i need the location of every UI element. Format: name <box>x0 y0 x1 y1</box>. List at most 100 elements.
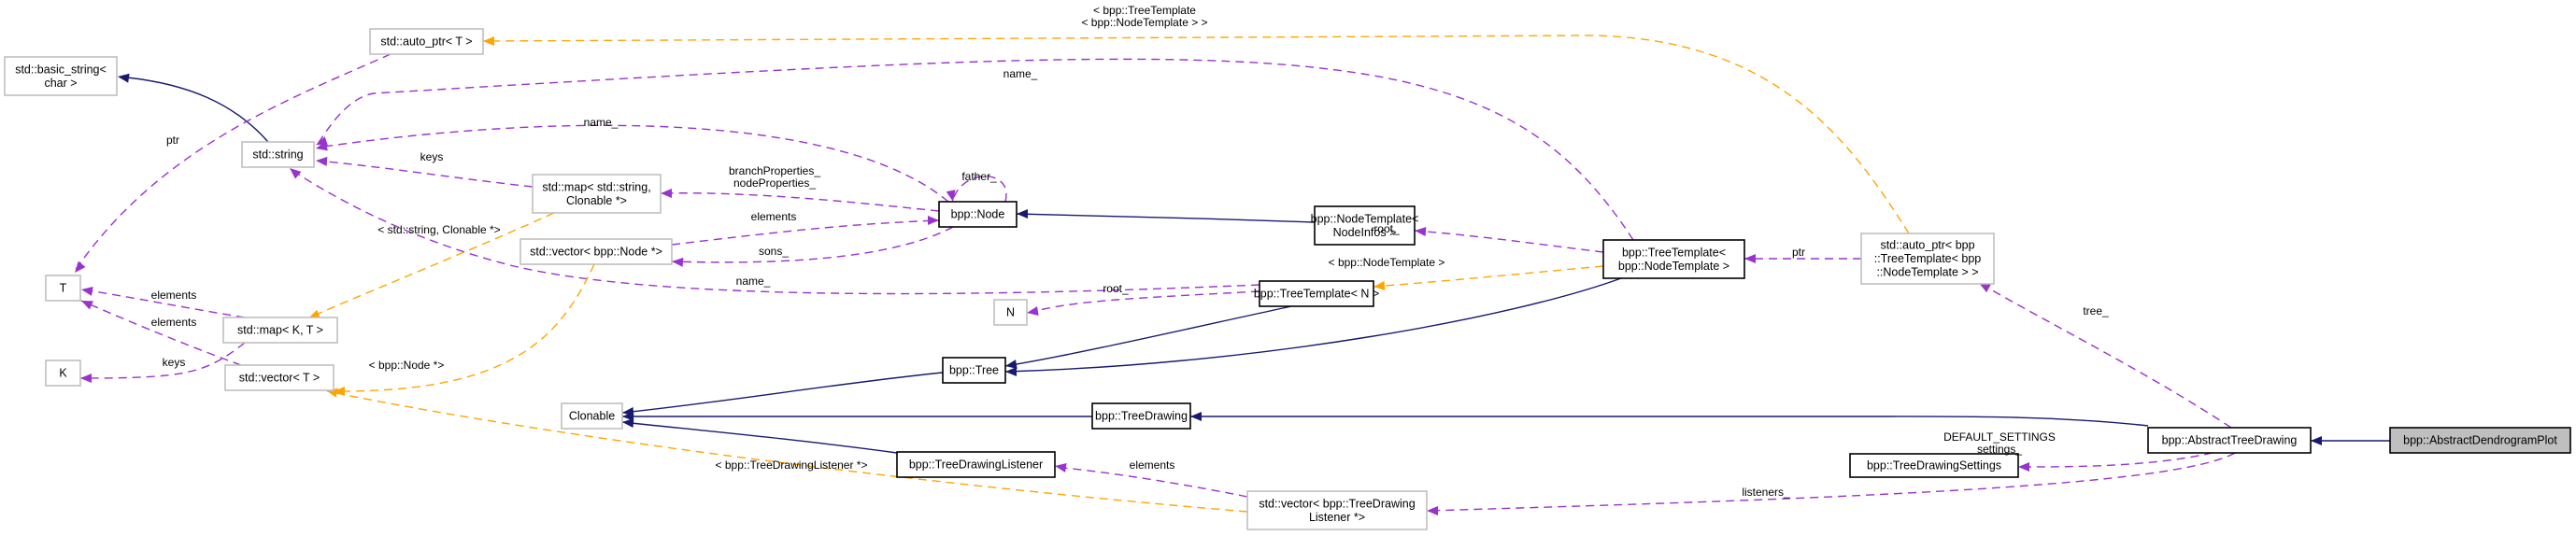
edge-listener-clonable <box>621 421 898 454</box>
node-label: bpp::TreeTemplate< N > <box>1254 288 1379 301</box>
node-label: std::auto_ptr< bpp <box>1880 239 1974 252</box>
edge-map-keys-string <box>317 160 534 188</box>
edge-label-name-top: name_ <box>1003 67 1038 80</box>
edge-label-name-tt: name_ <box>736 275 771 288</box>
arrowhead <box>316 136 328 146</box>
node-box <box>224 364 334 391</box>
node-label: std::basic_string< <box>15 63 107 76</box>
node-K[interactable]: K <box>45 360 81 387</box>
node-N[interactable]: N <box>993 299 1028 326</box>
arrowhead <box>928 216 939 225</box>
edge-label-ptr-tree: ptr <box>1792 246 1805 259</box>
edge-label-father: father_ <box>961 170 997 183</box>
edge-label-elements-vec-node: elements <box>751 210 797 223</box>
edge-label-ptr-T: ptr <box>166 134 179 147</box>
node-label: bpp::Tree <box>949 364 999 377</box>
node-box <box>2147 427 2312 454</box>
node-tree-drawing[interactable]: bpp::TreeDrawing <box>1091 402 1191 430</box>
node-tree-drawing-settings[interactable]: bpp::TreeDrawingSettings <box>1849 453 2019 478</box>
edge-map-KT-elements-T <box>80 289 246 318</box>
node-label: Clonable <box>569 410 615 423</box>
edge-label-elements-map: elements <box>151 289 197 302</box>
node-box <box>45 275 81 302</box>
node-label: bpp::NodeTemplate > <box>1618 260 1729 273</box>
edge-label-keys-K: keys <box>163 356 186 369</box>
node-box <box>1091 402 1191 430</box>
node-label: std::vector< bpp::Node *> <box>530 246 662 259</box>
node-string[interactable]: std::string <box>241 141 315 168</box>
node-label: bpp::TreeDrawingSettings <box>1867 459 2001 473</box>
node-map-KT[interactable]: std::map< K, T > <box>222 317 338 344</box>
arrowhead <box>80 374 92 383</box>
node-map-string-clonable[interactable]: std::map< std::string,Clonable *> <box>532 174 662 214</box>
node-label: bpp::TreeTemplate< <box>1622 246 1726 259</box>
edge-tt-N-root-node <box>1027 290 1260 314</box>
node-label: Listener *> <box>1309 511 1365 524</box>
edge-tt-N-tree <box>1004 305 1292 367</box>
node-clonable[interactable]: Clonable <box>561 402 623 430</box>
arrowhead <box>290 168 302 179</box>
arrowhead <box>81 301 93 310</box>
edge-auto-ptr-T-ptr <box>74 53 391 272</box>
edge-label-root-nt: root_ <box>1373 222 1400 235</box>
edge-nodetemplate-node <box>1016 213 1316 223</box>
node-vector-node[interactable]: std::vector< bpp::Node *> <box>519 238 673 265</box>
node-abstract-tree-drawing[interactable]: bpp::AbstractTreeDrawing <box>2147 427 2312 454</box>
edge-node-sons-vector <box>672 226 954 263</box>
node-node[interactable]: bpp::Node <box>938 201 1018 228</box>
node-tree-template-N[interactable]: bpp::TreeTemplate< N > <box>1254 280 1379 307</box>
node-auto-ptr-T[interactable]: std::auto_ptr< T > <box>369 28 484 55</box>
arrowhead <box>483 36 494 46</box>
edge-tt-nt-tree <box>1004 277 1622 373</box>
node-label: ::NodeTemplate > > <box>1876 266 1978 279</box>
node-basic-string[interactable]: std::basic_string<char > <box>4 56 118 96</box>
arrowhead <box>334 387 345 396</box>
node-tree-template-nt[interactable]: bpp::TreeTemplate<bpp::NodeTemplate > <box>1602 239 1745 279</box>
node-box <box>369 28 484 55</box>
edge-label-templ-string-clonable: < std::string, Clonable *> <box>377 223 500 236</box>
node-label: ::TreeTemplate< bpp <box>1874 252 1982 265</box>
arrowhead <box>622 412 633 421</box>
edge-vector-listener-templ-vector-T <box>326 390 1248 513</box>
arrowhead <box>1005 360 1018 369</box>
node-label: std::vector< T > <box>239 372 320 385</box>
node-box <box>1259 280 1374 307</box>
node-label: Clonable *> <box>566 194 627 207</box>
node-label: bpp::AbstractTreeDrawing <box>2162 434 2298 447</box>
node-box <box>1314 205 1416 246</box>
edge-map-string-templ-map-KT <box>308 212 555 318</box>
edge-label-root-tt: root_ <box>1103 282 1129 295</box>
node-label: bpp::AbstractDendrogramPlot <box>2403 434 2557 447</box>
node-auto-ptr-tree[interactable]: std::auto_ptr< bpp::TreeTemplate< bpp::N… <box>1860 233 1995 285</box>
arrowhead <box>308 309 320 318</box>
arrowhead <box>1979 283 1991 293</box>
edge-label-templ-node-ptr: < bpp::Node *> <box>369 359 445 372</box>
edge-label-templ-tree-template: < bpp::NodeTemplate > > <box>1081 16 1207 29</box>
edge-label-settings: DEFAULT_SETTINGS <box>1943 430 2056 444</box>
arrowhead <box>946 190 956 202</box>
edge-label-tree-: tree_ <box>2083 304 2109 317</box>
node-vector-T[interactable]: std::vector< T > <box>224 364 334 391</box>
node-label: char > <box>44 77 77 90</box>
arrowhead <box>1744 254 1756 263</box>
edge-auto-ptr-tree-templ-auto-ptr-T <box>482 35 1910 234</box>
node-box <box>4 56 118 96</box>
node-box <box>1860 233 1995 285</box>
node-node-template[interactable]: bpp::NodeTemplate<NodeInfos > <box>1311 205 1419 246</box>
arrowhead <box>118 73 130 83</box>
node-label: std::vector< bpp::TreeDrawing <box>1259 497 1415 510</box>
node-label: K <box>59 367 67 380</box>
node-label: bpp::NodeTemplate< <box>1311 212 1419 225</box>
node-abstract-dendrogram-plot[interactable]: bpp::AbstractDendrogramPlot <box>2389 427 2571 454</box>
edge-label-name-node: name_ <box>584 116 619 129</box>
node-tree[interactable]: bpp::Tree <box>942 357 1006 384</box>
node-T[interactable]: T <box>45 275 81 302</box>
node-box <box>222 317 338 344</box>
arrowhead <box>672 257 684 267</box>
arrowhead <box>1055 463 1067 473</box>
node-tree-drawing-listener[interactable]: bpp::TreeDrawingListener <box>896 451 1056 478</box>
node-box <box>938 201 1018 228</box>
node-vector-listener[interactable]: std::vector< bpp::TreeDrawingListener *> <box>1246 490 1428 530</box>
node-label: N <box>1006 306 1015 319</box>
node-box <box>561 402 623 430</box>
